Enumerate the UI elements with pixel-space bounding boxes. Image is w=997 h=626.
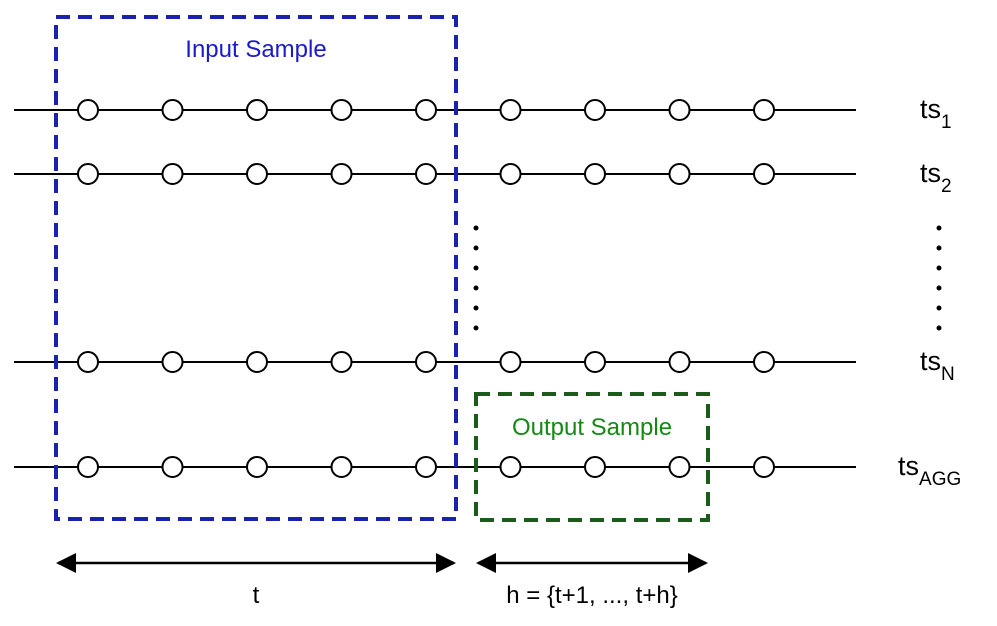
ellipsis-middle xyxy=(473,225,479,331)
series-point xyxy=(161,99,184,121)
series-point xyxy=(753,351,775,373)
series-point xyxy=(499,351,522,373)
series-point xyxy=(499,99,522,121)
series-label-agg: tsAGG xyxy=(898,451,961,490)
series-point xyxy=(753,99,775,121)
series-point xyxy=(161,351,184,373)
series-point xyxy=(753,163,775,185)
series-label-1: ts1 xyxy=(920,94,952,133)
input-sample-title: Input Sample xyxy=(185,36,326,63)
series-point xyxy=(330,351,353,373)
series-point xyxy=(330,163,353,185)
series-point xyxy=(415,456,437,478)
series-point xyxy=(584,351,606,373)
series-point xyxy=(77,456,99,478)
series-point xyxy=(161,163,184,185)
series-point xyxy=(415,99,437,121)
series-point xyxy=(753,456,775,478)
series-point xyxy=(77,99,99,121)
series-point xyxy=(668,456,691,478)
series-point xyxy=(330,456,353,478)
series-point xyxy=(584,99,606,121)
input-length-label: t xyxy=(253,582,260,609)
series-point xyxy=(246,163,268,185)
series-label-2: ts2 xyxy=(920,158,952,197)
series-point xyxy=(668,163,691,185)
ellipsis-labels xyxy=(936,225,942,331)
series-labels: ts1 ts2 tsN tsAGG xyxy=(898,94,961,490)
series-point xyxy=(584,163,606,185)
series-point xyxy=(246,99,268,121)
series-point xyxy=(246,456,268,478)
output-sample-box xyxy=(474,392,710,522)
series-point xyxy=(499,163,522,185)
series-layer xyxy=(14,99,856,478)
series-point xyxy=(668,351,691,373)
series-point xyxy=(330,99,353,121)
output-sample-title: Output Sample xyxy=(512,414,672,441)
series-point xyxy=(415,351,437,373)
series-point xyxy=(415,163,437,185)
horizon-length-label: h = {t+1, ..., t+h} xyxy=(506,582,677,609)
series-point xyxy=(499,456,522,478)
series-point xyxy=(161,456,184,478)
series-point xyxy=(77,351,99,373)
series-point xyxy=(77,163,99,185)
series-point xyxy=(668,99,691,121)
series-label-n: tsN xyxy=(920,346,955,385)
input-sample-box xyxy=(54,15,458,521)
series-point xyxy=(584,456,606,478)
series-point xyxy=(246,351,268,373)
